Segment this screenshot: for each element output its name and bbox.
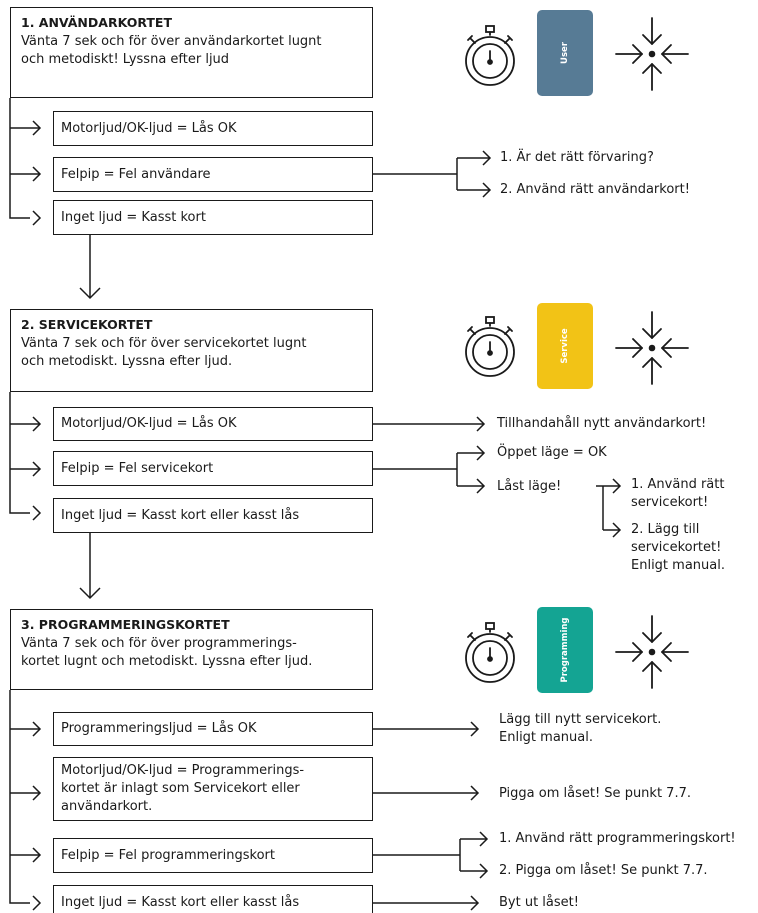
result-text: 2. Pigga om låset! Se punkt 7.7. [499, 863, 708, 878]
tap-target-icon [615, 311, 689, 385]
option-label-line: användarkort. [61, 799, 153, 814]
tap-target-icon [615, 17, 689, 91]
option-box: Felpip = Fel användare [53, 157, 373, 192]
service-card: Service [537, 303, 593, 389]
stopwatch-icon [465, 25, 515, 86]
user-card: User [537, 10, 593, 96]
option-box: Programmeringsljud = Lås OK [53, 712, 373, 746]
result-line: Enligt manual. [499, 730, 593, 745]
result-text: Lägg till nytt servicekort. Enligt manua… [499, 711, 661, 747]
section-3-header: 3. PROGRAMMERINGSKORTET Vänta 7 sek och … [10, 609, 373, 690]
option-label: Programmeringsljud = Lås OK [61, 721, 257, 736]
option-box: Inget ljud = Kasst kort eller kasst lås [53, 885, 373, 913]
sub-result-text: 1. Använd rätt servicekort! [631, 476, 724, 512]
card-label: Service [560, 328, 570, 364]
option-label: Felpip = Fel servicekort [61, 460, 214, 476]
result-text: 2. Använd rätt användarkort! [500, 182, 690, 197]
option-label-line: Motorljud/OK-ljud = Programmerings- [61, 763, 305, 778]
option-label: Felpip = Fel användare [61, 166, 211, 182]
tap-target-icon [615, 615, 689, 689]
section-title: 1. ANVÄNDARKORTET [21, 15, 172, 30]
option-box: Inget ljud = Kasst kort eller kasst lås [53, 498, 373, 533]
section-desc-line: Vänta 7 sek och för över användarkortet … [21, 34, 322, 49]
card-label: User [560, 42, 570, 64]
option-label-line: kortet är inlagt som Servicekort eller [61, 781, 300, 796]
stopwatch-icon [465, 316, 515, 377]
option-label-multiline: Motorljud/OK-ljud = Programmerings- kort… [61, 762, 304, 816]
sub-result-line: servicekortet! [631, 540, 722, 555]
section-desc-line: kortet lugnt och metodiskt. Lyssna efter… [21, 654, 313, 669]
section-2-header: 2. SERVICEKORTET Vänta 7 sek och för öve… [10, 309, 373, 392]
result-text: Låst läge! [497, 479, 562, 494]
option-box: Motorljud/OK-ljud = Lås OK [53, 407, 373, 441]
option-label: Inget ljud = Kasst kort eller kasst lås [61, 894, 300, 910]
stopwatch-icon [465, 622, 515, 683]
option-box: Motorljud/OK-ljud = Programmerings- kort… [53, 757, 373, 821]
sub-result-line: 1. Använd rätt [631, 477, 725, 492]
section-title: 3. PROGRAMMERINGSKORTET [21, 617, 230, 632]
sub-result-line: 2. Lägg till [631, 522, 700, 537]
section-desc-line: och metodiskt! Lyssna efter ljud [21, 52, 230, 67]
result-line: Lägg till nytt servicekort. [499, 712, 662, 727]
option-box: Inget ljud = Kasst kort [53, 200, 373, 235]
section-1-header: 1. ANVÄNDARKORTET Vänta 7 sek och för öv… [10, 7, 373, 98]
sub-result-line: Enligt manual. [631, 558, 725, 573]
option-label: Felpip = Fel programmeringskort [61, 847, 275, 863]
section-desc-line: Vänta 7 sek och för över programmerings- [21, 636, 297, 651]
option-label: Motorljud/OK-ljud = Lås OK [61, 120, 237, 136]
section-desc-line: Vänta 7 sek och för över servicekortet l… [21, 336, 307, 351]
result-text: Tillhandahåll nytt användarkort! [497, 416, 707, 431]
result-text: 1. Är det rätt förvaring? [500, 150, 654, 165]
result-text: Byt ut låset! [499, 895, 579, 910]
section-title: 2. SERVICEKORTET [21, 317, 153, 332]
sub-result-text: 2. Lägg till servicekortet! Enligt manua… [631, 521, 725, 575]
section-desc-line: och metodiskt. Lyssna efter ljud. [21, 354, 233, 369]
result-text: 1. Använd rätt programmeringskort! [499, 831, 736, 846]
option-label: Motorljud/OK-ljud = Lås OK [61, 416, 237, 431]
option-label: Inget ljud = Kasst kort [61, 209, 206, 225]
card-label: Programming [560, 617, 570, 683]
programming-card: Programming [537, 607, 593, 693]
sub-result-line: servicekort! [631, 495, 709, 510]
option-label: Inget ljud = Kasst kort eller kasst lås [61, 507, 300, 523]
result-text: Öppet läge = OK [497, 445, 607, 460]
result-text: Pigga om låset! Se punkt 7.7. [499, 786, 691, 801]
option-box: Felpip = Fel programmeringskort [53, 838, 373, 873]
option-box: Felpip = Fel servicekort [53, 451, 373, 486]
option-box: Motorljud/OK-ljud = Lås OK [53, 111, 373, 146]
